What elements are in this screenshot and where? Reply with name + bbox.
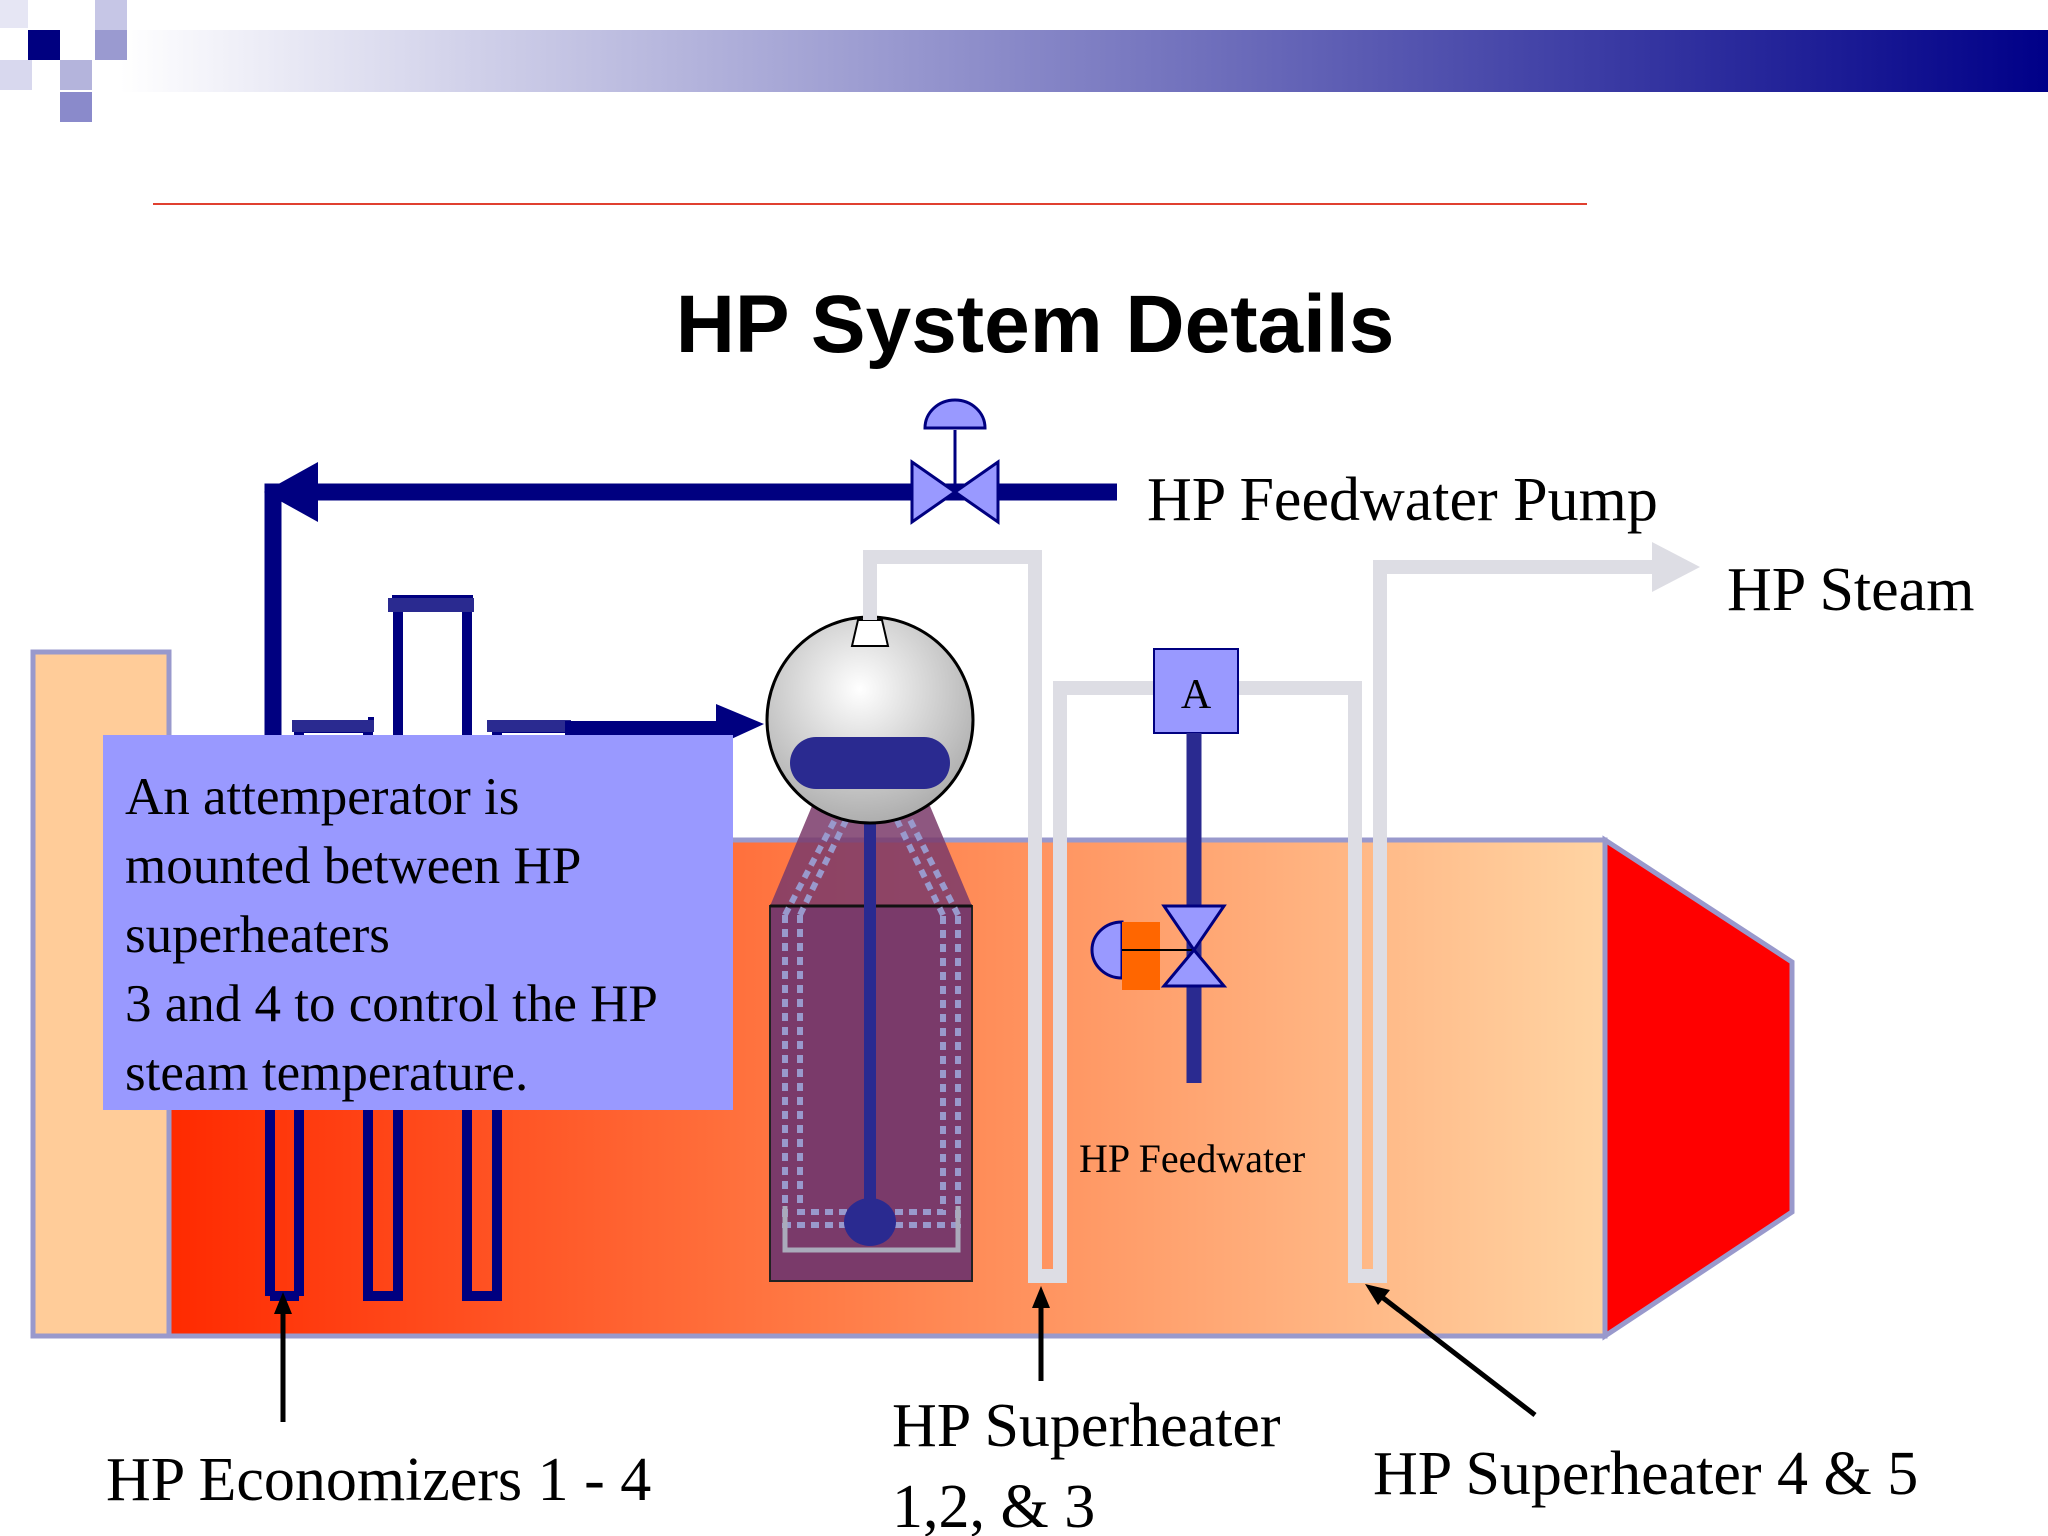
header-square-dark bbox=[28, 30, 60, 60]
steam-drum-icon bbox=[765, 615, 975, 825]
feedwater-label: HP Feedwater bbox=[1079, 1136, 1305, 1181]
callout-line: steam temperature. bbox=[125, 1044, 529, 1102]
feedwater-supply-line bbox=[264, 462, 1117, 738]
inlet-duct-burner bbox=[1602, 835, 1795, 1341]
attemperator-valve-icon bbox=[1090, 904, 1228, 990]
flow-arrow-icon bbox=[264, 462, 318, 522]
superheater-45-label: HP Superheater 4 & 5 bbox=[1373, 1440, 1918, 1508]
superheater-123-label-line1: HP Superheater bbox=[892, 1392, 1281, 1460]
superheater-45-tubes bbox=[1237, 542, 1700, 1283]
economizer-top-bars bbox=[292, 598, 571, 732]
attemperator-label: A bbox=[1181, 672, 1212, 718]
control-valve-icon bbox=[910, 398, 1000, 525]
economizers-label: HP Economizers 1 - 4 bbox=[106, 1446, 651, 1514]
header-bar bbox=[0, 0, 2048, 122]
callout-line: An attemperator is bbox=[125, 768, 520, 826]
callout-line: mounted between HP bbox=[125, 837, 582, 895]
flow-arrow-icon bbox=[1652, 542, 1700, 592]
evaporator-section bbox=[769, 790, 973, 1282]
superheater-123-tubes bbox=[863, 550, 1183, 1283]
feedwater-pump-label: HP Feedwater Pump bbox=[1147, 466, 1658, 534]
page-title: HP System Details bbox=[676, 279, 1395, 370]
callout-line: superheaters bbox=[125, 906, 390, 964]
attemperator-callout: An attemperator is mounted between HP su… bbox=[103, 735, 733, 1110]
callout-line: 3 and 4 to control the HP bbox=[125, 975, 658, 1033]
superheater-123-label-line2: 1,2, & 3 bbox=[892, 1473, 1095, 1536]
steam-label: HP Steam bbox=[1727, 556, 1974, 624]
pointer-arrows bbox=[274, 1284, 1537, 1422]
